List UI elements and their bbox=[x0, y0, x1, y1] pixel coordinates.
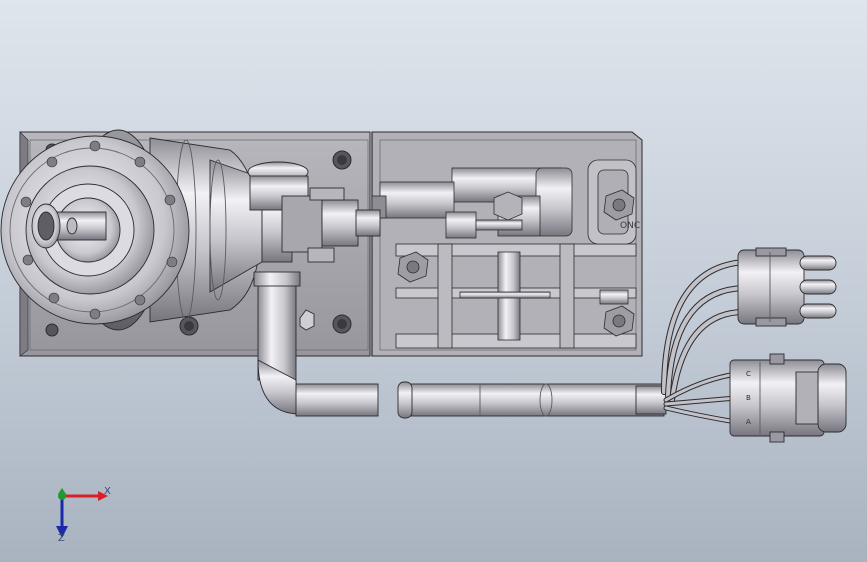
hex-bolt bbox=[603, 189, 635, 221]
x-axis-label: X bbox=[104, 486, 111, 497]
z-axis-label: Z bbox=[58, 533, 65, 544]
triad-axes-icon bbox=[56, 488, 108, 538]
pipe-clamp bbox=[247, 161, 381, 263]
hex-bolt bbox=[397, 251, 429, 283]
connector-pin-label-b: B bbox=[746, 394, 751, 402]
mounting-hole bbox=[179, 316, 199, 336]
solenoid-valve-body bbox=[371, 167, 573, 239]
valve-casting bbox=[395, 159, 637, 349]
connector-pin-label-a: A bbox=[746, 418, 751, 426]
pump-housing bbox=[149, 137, 293, 323]
electrical-connector-top bbox=[737, 247, 837, 327]
inlet-nozzle bbox=[31, 203, 107, 249]
outlet-pipe bbox=[253, 271, 667, 419]
casting-engraving: ONC bbox=[620, 221, 640, 231]
connector-pin-label-c: C bbox=[746, 370, 751, 378]
coordinate-triad: X Z bbox=[40, 478, 120, 548]
mounting-hole bbox=[45, 323, 59, 337]
mounting-hole bbox=[332, 314, 352, 334]
wire-harness bbox=[661, 259, 747, 425]
electrical-connector-bottom bbox=[729, 353, 847, 443]
mounting-hole bbox=[332, 150, 352, 170]
hex-bolt bbox=[603, 305, 635, 337]
